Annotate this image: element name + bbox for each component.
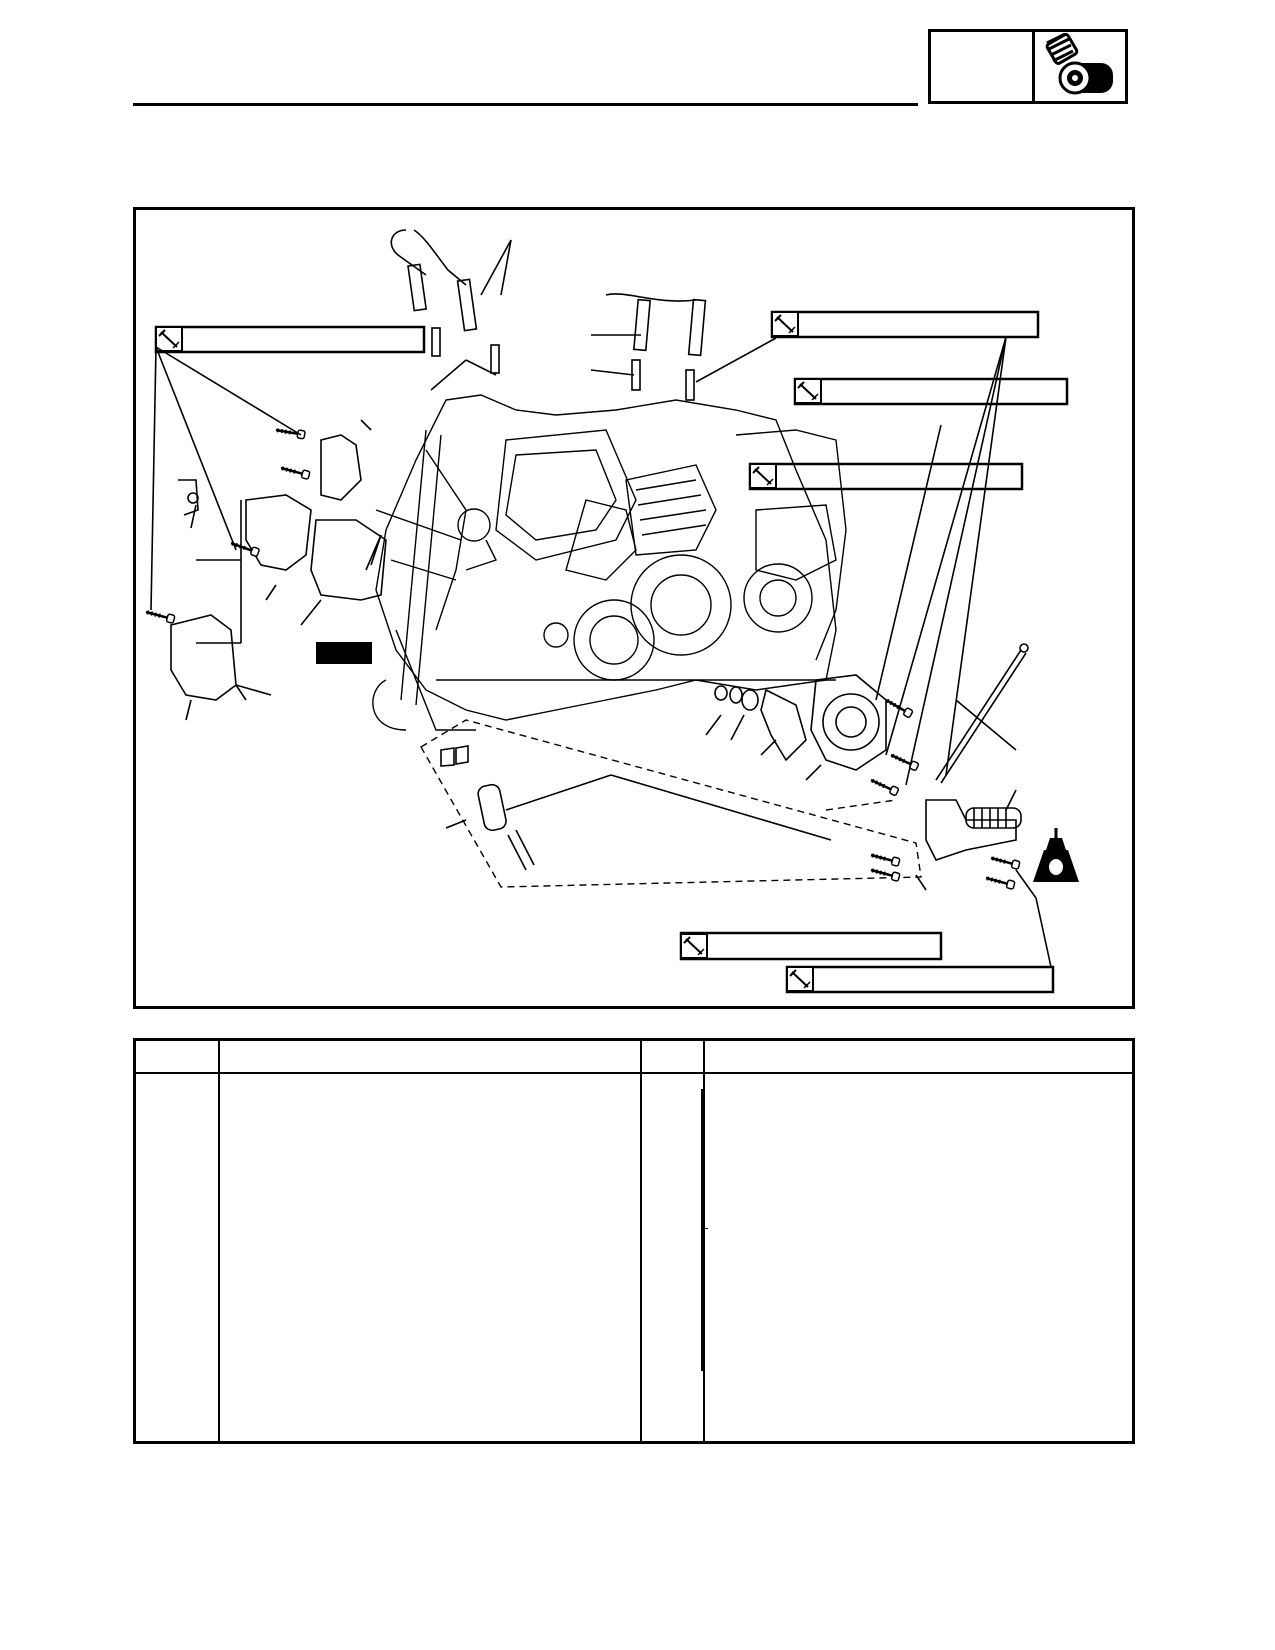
crankcase-cover — [705, 336, 1017, 798]
table-bracket — [701, 1089, 706, 1371]
table-header-rule — [136, 1072, 1132, 1074]
starter-motor — [440, 745, 832, 871]
spark-plug-leads-left — [390, 229, 512, 391]
table-bracket-tick — [701, 1228, 708, 1229]
engine-body — [372, 394, 847, 731]
dashed-group-outline — [420, 719, 922, 888]
table-column-divider — [703, 1041, 705, 1441]
torque-label-box-3 — [793, 377, 1069, 406]
section-code-cell — [931, 32, 1035, 101]
torque-label-box-4 — [748, 462, 1024, 491]
engine-diagram — [143, 229, 1079, 994]
black-label — [316, 642, 372, 664]
footrest-assembly — [868, 643, 1052, 968]
left-covers — [143, 346, 387, 721]
table-column-divider — [218, 1041, 220, 1441]
sealant-bottle-icon — [1033, 828, 1079, 882]
exploded-view-figure — [133, 207, 1135, 1009]
torque-label-box-5 — [679, 931, 943, 961]
torque-label-box-1 — [154, 325, 426, 354]
torque-label-box-2 — [770, 310, 1040, 339]
table-column-divider — [640, 1041, 642, 1441]
engine-service-icon — [1035, 32, 1125, 101]
section-tab — [928, 29, 1128, 104]
torque-label-box-6 — [785, 965, 1055, 994]
spark-plug-leads-right — [590, 293, 777, 401]
parts-table — [133, 1038, 1135, 1444]
header-rule — [133, 103, 918, 106]
